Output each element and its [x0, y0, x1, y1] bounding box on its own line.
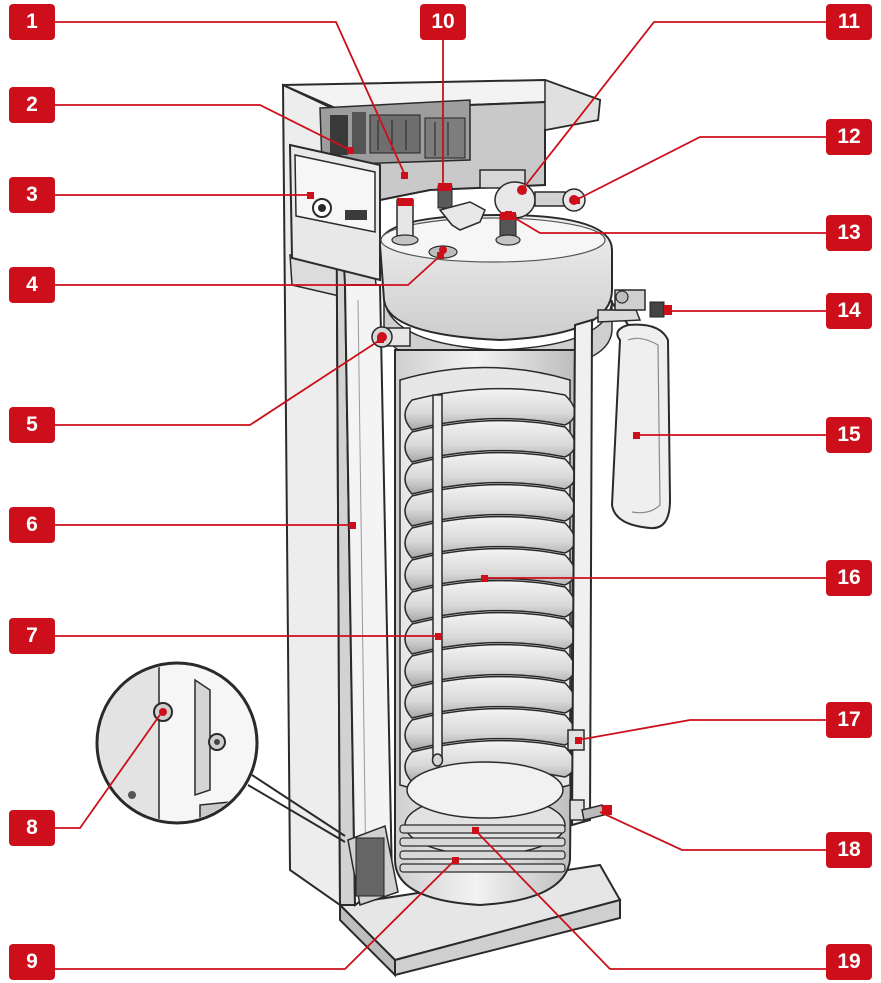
leader-2 — [55, 104, 351, 151]
leader-4 — [55, 255, 441, 286]
callout-badge-9: 9 — [9, 944, 55, 980]
callout-badge-7: 7 — [9, 618, 55, 654]
callout-badge-17: 17 — [826, 702, 872, 738]
callout-badge-15: 15 — [826, 417, 872, 453]
callout-badge-14: 14 — [826, 293, 872, 329]
leader-18 — [599, 811, 826, 851]
callout-badge-12: 12 — [826, 119, 872, 155]
callout-badge-1: 1 — [9, 4, 55, 40]
callout-badge-13: 13 — [826, 215, 872, 251]
heat-exchanger-coil — [404, 387, 576, 783]
callout-badge-8: 8 — [9, 810, 55, 846]
heating-element — [347, 824, 566, 906]
leader-9 — [55, 859, 456, 970]
callout-badge-2: 2 — [9, 87, 55, 123]
leader-17 — [577, 719, 826, 741]
callout-badge-6: 6 — [9, 507, 55, 543]
callout-badge-4: 4 — [9, 267, 55, 303]
leader-5 — [55, 339, 381, 426]
callout-badge-10: 10 — [420, 4, 466, 40]
expansion-vessel — [597, 289, 672, 530]
control-panel — [288, 143, 381, 282]
leader-11 — [521, 21, 826, 191]
sensor-tube — [431, 394, 444, 767]
leader-dots — [307, 147, 640, 864]
callout-badge-16: 16 — [826, 560, 872, 596]
leader-lines — [55, 21, 826, 970]
leader-8 — [55, 711, 163, 829]
callout-badge-18: 18 — [826, 832, 872, 868]
leader-19 — [474, 829, 826, 970]
callout-badge-11: 11 — [826, 4, 872, 40]
leader-12 — [575, 136, 826, 201]
callout-badge-5: 5 — [9, 407, 55, 443]
leader-13 — [507, 213, 826, 234]
front-frame — [335, 109, 394, 907]
right-column — [567, 318, 612, 827]
callout-badge-19: 19 — [826, 944, 872, 980]
tank-inner-bottom — [406, 761, 564, 819]
callout-badge-3: 3 — [9, 177, 55, 213]
leader-1 — [55, 21, 406, 176]
